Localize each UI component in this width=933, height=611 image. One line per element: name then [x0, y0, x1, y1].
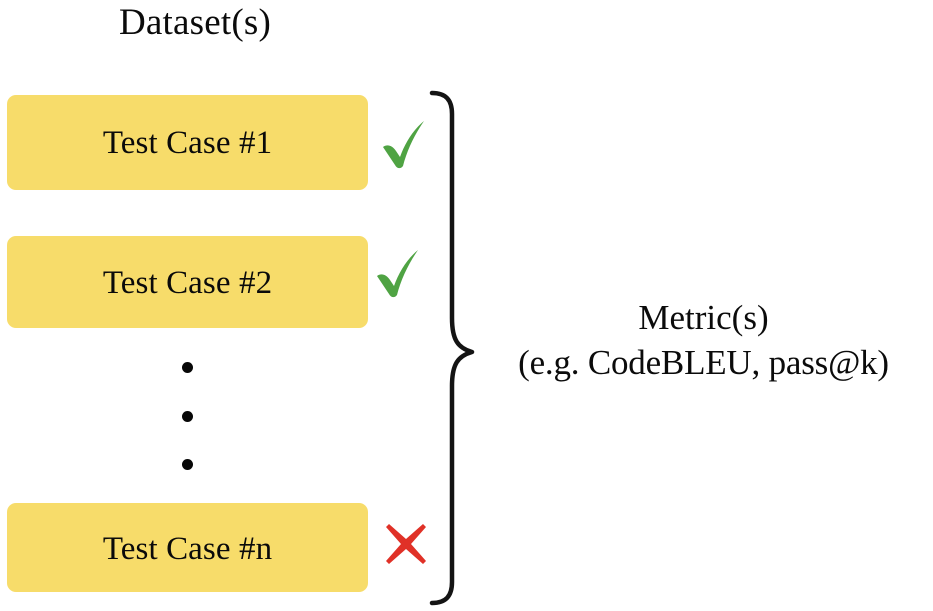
metric-title: Metric(s) — [638, 298, 769, 337]
check-icon — [383, 121, 424, 169]
test-case-label-n: Test Case #n — [102, 530, 273, 567]
test-case-box-2: Test Case #2 — [7, 236, 368, 328]
test-case-label-2: Test Case #2 — [102, 265, 273, 301]
vertical-ellipsis — [180, 358, 200, 483]
test-case-label-1: Test Case #1 — [102, 124, 273, 161]
check-icon — [377, 250, 418, 298]
test-case-box-1: Test Case #1 — [7, 95, 368, 190]
metric-subtitle: (e.g. CodeBLEU, pass@k) — [518, 343, 889, 382]
ellipsis-dot — [182, 459, 193, 470]
cross-icon — [386, 524, 426, 564]
ellipsis-dot — [182, 411, 193, 422]
metric-block: Metric(s) (e.g. CodeBLEU, pass@k) — [474, 296, 933, 386]
page-title: Dataset(s) — [119, 2, 271, 43]
grouping-brace — [429, 90, 475, 606]
ellipsis-dot — [182, 362, 193, 373]
test-case-box-n: Test Case #n — [7, 503, 368, 592]
